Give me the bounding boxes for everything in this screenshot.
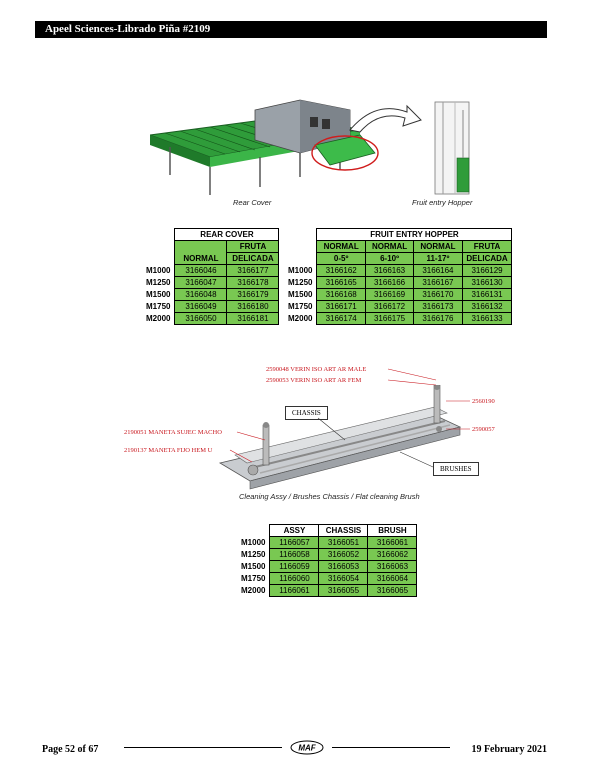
header-bar: Apeel Sciences-Librado Piña #2109 [35,21,547,38]
svg-text:MAF: MAF [298,744,316,753]
label-2560190: 2560190 [472,398,495,405]
label-maneta-fijo-hem: 2190137 MANETA FIJO HEM U [124,447,213,454]
label-verin-male: 2590048 VERIN ISO ART AR MALE [266,366,367,373]
caption-cleaning-assy: Cleaning Assy / Brushes Chassis / Flat c… [239,492,420,501]
footer-rule-right [332,747,450,748]
maf-logo: MAF [290,740,324,755]
label-maneta-sujec-macho: 2190051 MANETA SUJEC MACHO [124,429,222,436]
page-number: Page 52 of 67 [42,744,99,755]
chassis-label-box: CHASSIS [285,406,328,420]
arrow-graphic [345,100,425,135]
rear-col-fruta: FRUTA [226,240,280,253]
caption-rear-cover: Rear Cover [233,198,272,207]
label-2590057: 2590057 [472,426,495,433]
footer-date: 19 February 2021 [471,744,547,755]
footer-rule-left [124,747,282,748]
footer: Page 52 of 67 MAF 19 February 2021 [42,740,547,760]
rear-cover-title: REAR COVER [174,228,280,241]
label-verin-fem: 2590053 VERIN ISO ART AR FEM [266,377,362,384]
cleaning-assy-image [215,384,475,490]
caption-fruit-entry-hopper: Fruit entry Hopper [412,198,473,207]
fruit-entry-hopper-image [433,100,475,196]
machine-rear-cover-image [149,95,390,205]
header-title: Apeel Sciences-Librado Piña #2109 [45,23,211,35]
fruit-entry-hopper-table: FRUIT ENTRY HOPPER NORMAL NORMAL NORMAL … [285,228,513,325]
brushes-label-box: BRUSHES [433,462,479,476]
